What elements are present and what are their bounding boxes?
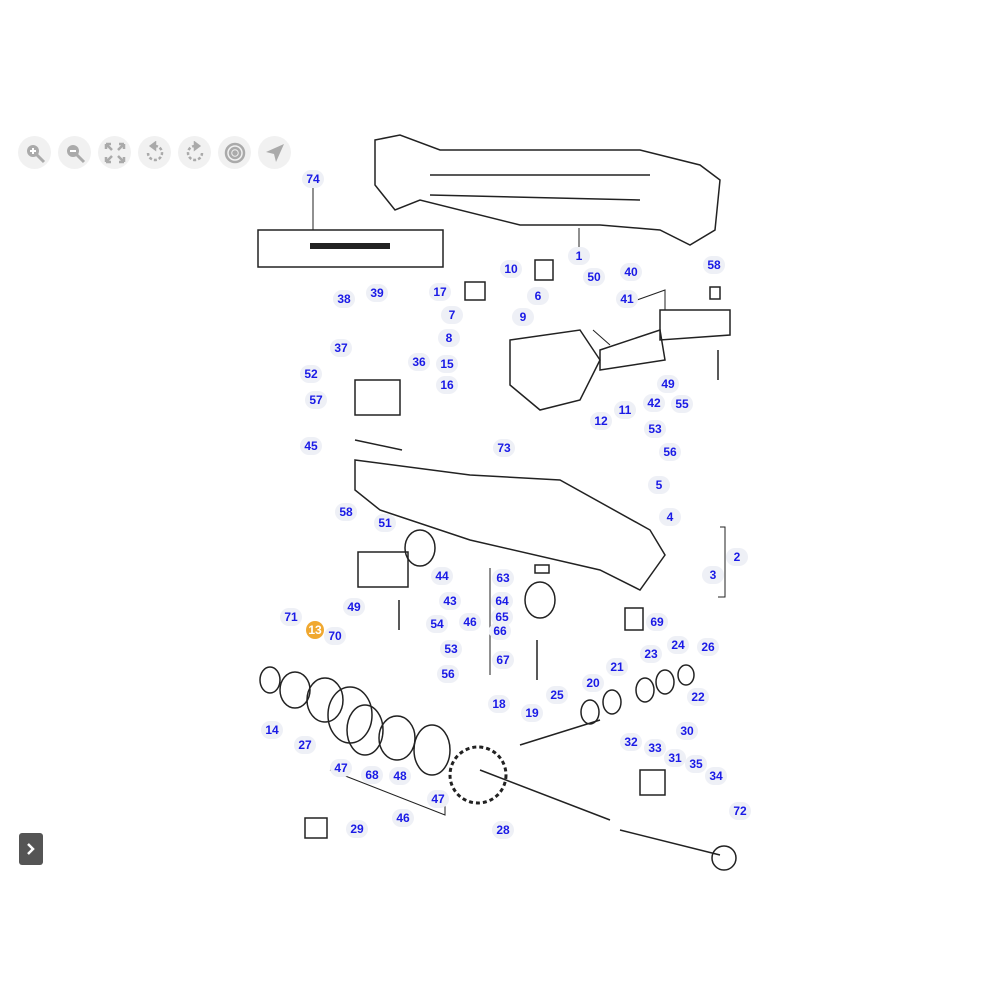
- axle-assembly-drawing: [257, 134, 737, 871]
- rotate-right-button[interactable]: [178, 136, 211, 169]
- viewer-toolbar: [18, 136, 291, 169]
- callout-44[interactable]: 44: [431, 567, 453, 585]
- callout-74[interactable]: 74: [302, 170, 324, 188]
- callout-65[interactable]: 65: [491, 608, 513, 626]
- callout-7[interactable]: 7: [441, 306, 463, 324]
- chevron-right-icon: [27, 843, 35, 855]
- zoom-out-button[interactable]: [58, 136, 91, 169]
- callout-55[interactable]: 55: [671, 395, 693, 413]
- callout-30[interactable]: 30: [676, 722, 698, 740]
- expand-sidebar-button[interactable]: [19, 833, 43, 865]
- callout-73[interactable]: 73: [493, 439, 515, 457]
- callout-63[interactable]: 63: [492, 569, 514, 587]
- callout-71[interactable]: 71: [280, 608, 302, 626]
- callout-64[interactable]: 64: [491, 592, 513, 610]
- callout-40[interactable]: 40: [620, 263, 642, 281]
- callout-5[interactable]: 5: [648, 476, 670, 494]
- zoom-in-button[interactable]: [18, 136, 51, 169]
- center-button[interactable]: [218, 136, 251, 169]
- callout-36[interactable]: 36: [408, 353, 430, 371]
- callout-11[interactable]: 11: [614, 401, 636, 419]
- callout-18[interactable]: 18: [488, 695, 510, 713]
- callout-38[interactable]: 38: [333, 290, 355, 308]
- callout-3[interactable]: 3: [702, 566, 724, 584]
- callout-50[interactable]: 50: [583, 268, 605, 286]
- expand-icon: [104, 142, 125, 163]
- callout-46[interactable]: 46: [392, 809, 414, 827]
- callout-72[interactable]: 72: [729, 802, 751, 820]
- callout-41[interactable]: 41: [616, 290, 638, 308]
- callout-66[interactable]: 66: [489, 622, 511, 640]
- callout-24[interactable]: 24: [667, 636, 689, 654]
- callout-33[interactable]: 33: [644, 739, 666, 757]
- callout-48[interactable]: 48: [389, 767, 411, 785]
- callout-68[interactable]: 68: [361, 766, 383, 784]
- callout-6[interactable]: 6: [527, 287, 549, 305]
- callout-67[interactable]: 67: [492, 651, 514, 669]
- callout-10[interactable]: 10: [500, 260, 522, 278]
- callout-26[interactable]: 26: [697, 638, 719, 656]
- callout-31[interactable]: 31: [664, 749, 686, 767]
- callout-17[interactable]: 17: [429, 283, 451, 301]
- callout-9[interactable]: 9: [512, 308, 534, 326]
- callout-56[interactable]: 56: [659, 443, 681, 461]
- callout-20[interactable]: 20: [582, 674, 604, 692]
- rotate-left-icon: [146, 140, 163, 161]
- callout-8[interactable]: 8: [438, 329, 460, 347]
- target-icon: [224, 142, 245, 163]
- callout-47[interactable]: 47: [427, 790, 449, 808]
- callout-51[interactable]: 51: [374, 514, 396, 532]
- callout-19[interactable]: 19: [521, 704, 543, 722]
- callout-69[interactable]: 69: [646, 613, 668, 631]
- callout-16[interactable]: 16: [436, 376, 458, 394]
- callout-53[interactable]: 53: [644, 420, 666, 438]
- callout-32[interactable]: 32: [620, 733, 642, 751]
- callout-14[interactable]: 14: [261, 721, 283, 739]
- callout-49[interactable]: 49: [343, 598, 365, 616]
- callout-2[interactable]: 2: [726, 548, 748, 566]
- callout-28[interactable]: 28: [492, 821, 514, 839]
- rotate-right-icon: [186, 140, 203, 161]
- callout-70[interactable]: 70: [324, 627, 346, 645]
- callout-46[interactable]: 46: [459, 613, 481, 631]
- callout-37[interactable]: 37: [330, 339, 352, 357]
- callout-47[interactable]: 47: [330, 759, 352, 777]
- callout-22[interactable]: 22: [687, 688, 709, 706]
- callout-57[interactable]: 57: [305, 391, 327, 409]
- callout-4[interactable]: 4: [659, 508, 681, 526]
- callout-15[interactable]: 15: [436, 355, 458, 373]
- navigate-button[interactable]: [258, 136, 291, 169]
- callout-35[interactable]: 35: [685, 755, 707, 773]
- pointer-icon: [265, 143, 284, 162]
- callout-43[interactable]: 43: [439, 592, 461, 610]
- callout-27[interactable]: 27: [294, 736, 316, 754]
- callout-21[interactable]: 21: [606, 658, 628, 676]
- callout-34[interactable]: 34: [705, 767, 727, 785]
- callout-56[interactable]: 56: [437, 665, 459, 683]
- callout-54[interactable]: 54: [426, 615, 448, 633]
- callout-45[interactable]: 45: [300, 437, 322, 455]
- callout-53[interactable]: 53: [440, 640, 462, 658]
- callout-58[interactable]: 58: [703, 256, 725, 274]
- callout-52[interactable]: 52: [300, 365, 322, 383]
- zoom-in-icon: [26, 144, 45, 163]
- callout-49[interactable]: 49: [657, 375, 679, 393]
- rotate-left-button[interactable]: [138, 136, 171, 169]
- callout-12[interactable]: 12: [590, 412, 612, 430]
- callout-39[interactable]: 39: [366, 284, 388, 302]
- zoom-out-icon: [66, 144, 85, 163]
- callout-29[interactable]: 29: [346, 820, 368, 838]
- callout-25[interactable]: 25: [546, 686, 568, 704]
- callout-13[interactable]: 13: [306, 621, 324, 639]
- callout-58[interactable]: 58: [335, 503, 357, 521]
- callout-1[interactable]: 1: [568, 247, 590, 265]
- fit-screen-button[interactable]: [98, 136, 131, 169]
- callout-42[interactable]: 42: [643, 394, 665, 412]
- callout-23[interactable]: 23: [640, 645, 662, 663]
